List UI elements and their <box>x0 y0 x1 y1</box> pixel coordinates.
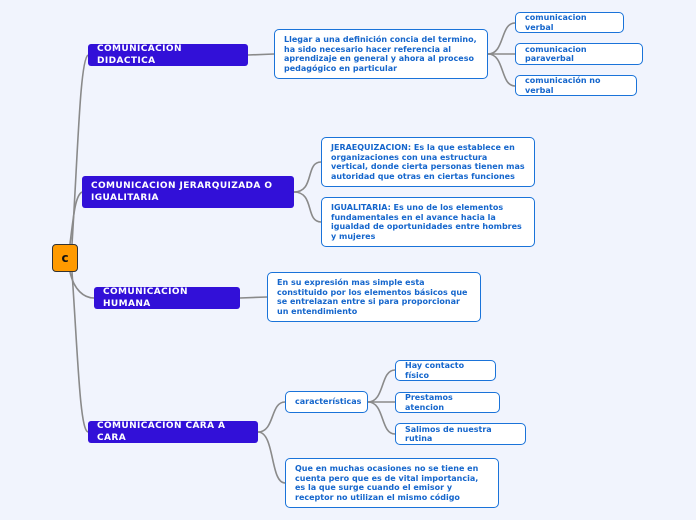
jerarquizacion-node[interactable]: JERAEQUIZACION: Es la que establece en o… <box>321 137 535 187</box>
comunicacion-verbal-node[interactable]: comunicacion verbal <box>515 12 624 33</box>
comunicacion-no-verbal-node[interactable]: comunicación no verbal <box>515 75 637 96</box>
branch-comunicacion-humana[interactable]: COMUNICACION HUMANA <box>94 287 240 309</box>
contacto-fisico-node[interactable]: Hay contacto físico <box>395 360 496 381</box>
prestamos-atencion-node[interactable]: Prestamos atencion <box>395 392 500 413</box>
didactica-definition-node[interactable]: Llegar a una definición concia del termi… <box>274 29 488 79</box>
salimos-rutina-node[interactable]: Salimos de nuestra rutina <box>395 423 526 445</box>
humana-definition-node[interactable]: En su expresión mas simple esta constitu… <box>267 272 481 322</box>
cara-a-cara-definition-node[interactable]: Que en muchas ocasiones no se tiene en c… <box>285 458 499 508</box>
branch-comunicacion-didactica[interactable]: COMUNICACION DIDACTICA <box>88 44 248 66</box>
branch-comunicacion-jerarquizada[interactable]: COMUNICACION JERARQUIZADA O IGUALITARIA <box>82 176 294 208</box>
branch-comunicacion-cara-a-cara[interactable]: COMUNICACION CARA A CARA <box>88 421 258 443</box>
igualitaria-node[interactable]: IGUALITARIA: Es uno de los elementos fun… <box>321 197 535 247</box>
comunicacion-paraverbal-node[interactable]: comunicacion paraverbal <box>515 43 643 65</box>
root-node[interactable]: c <box>52 244 78 272</box>
caracteristicas-node[interactable]: características <box>285 391 368 413</box>
